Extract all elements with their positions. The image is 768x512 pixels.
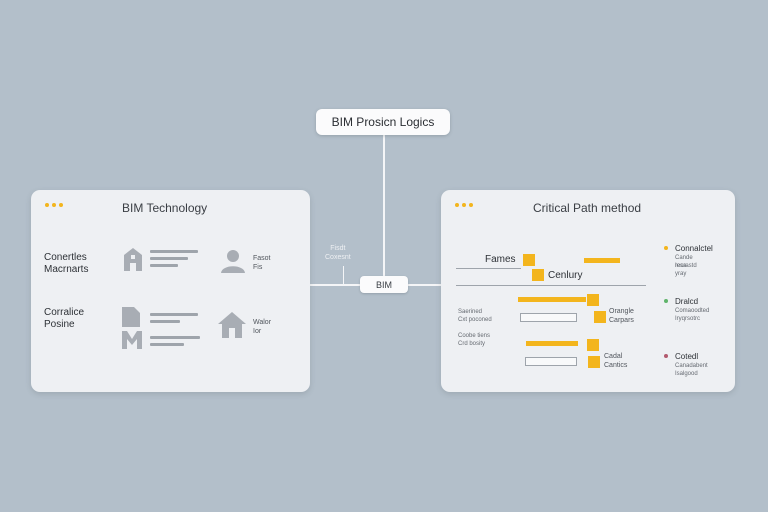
right-panel-dots (455, 203, 473, 207)
right-panel[interactable]: Critical Path method Fames Cenlury Saeri… (441, 190, 735, 392)
top-node-label: BIM Prosicn Logics (331, 115, 435, 129)
legend-dot-2 (664, 299, 668, 303)
left-note2-line1: Coobe tiens (458, 333, 491, 339)
right-panel-title: Critical Path method (533, 201, 642, 215)
cadal-label-line1: Cadal (604, 353, 623, 360)
house-icon (218, 312, 246, 338)
middle-note-line2: Coxesnt (325, 254, 351, 261)
left-row1-label-line1: Conertles (44, 252, 87, 263)
house-caption-line1: Walor (253, 319, 272, 326)
middle-node-label: BIM (375, 279, 392, 290)
left-row1-label: Conertles Macrnarts (44, 252, 88, 276)
frames-underline (456, 268, 521, 269)
task-outline-2 (525, 357, 577, 366)
left-row1-line-b (150, 257, 188, 260)
orange-label-line1: Orangle (609, 308, 634, 315)
left-row2-label-line2: Posine (44, 319, 75, 330)
frames-bar (584, 258, 620, 263)
left-note1: Saerined Cxt poconed (458, 308, 492, 324)
left-row2-line-d (150, 343, 184, 346)
task-marker-4 (588, 356, 600, 368)
left-row2-line-c (150, 336, 200, 339)
connector-left-horizontal (310, 284, 360, 286)
user-icon (221, 250, 245, 273)
house-caption-line2: Ior (253, 328, 262, 335)
building-icon (124, 248, 142, 271)
legend-line2-1: Iesa yray (675, 263, 687, 277)
left-row2-label-line1: Corralice (44, 307, 85, 318)
orange-label-line2: Carpars (609, 317, 634, 324)
legend-line2-2: Iryqrsotrc (675, 316, 701, 322)
left-row1-line-c (150, 264, 178, 267)
legend-dot-3 (664, 354, 668, 358)
legend-line1-3: Canadabent (675, 363, 708, 369)
connector-top-vertical (383, 135, 385, 276)
document-icon (122, 307, 142, 349)
row-century-label: Cenlury (548, 270, 583, 281)
legend-line2-3: Isalgood (675, 371, 698, 377)
row-frames-label: Fames (485, 254, 516, 265)
connector-right-horizontal (408, 284, 442, 286)
legend-title-1: Connalctel (675, 244, 713, 253)
cadal-label: Cadal Cantics (604, 352, 627, 370)
task-bar-1 (518, 297, 586, 302)
left-panel-title: BIM Technology (122, 201, 208, 215)
left-note2-line2: Crd bosity (458, 341, 486, 347)
left-row2-line-a (150, 313, 198, 316)
middle-note-line1: Fisdt (330, 245, 346, 252)
task-outline-1 (520, 313, 577, 322)
divider-line (456, 285, 646, 286)
user-caption-line1: Fasot (253, 255, 271, 262)
top-node[interactable]: BIM Prosicn Logics (316, 109, 450, 135)
frames-marker (523, 254, 535, 266)
middle-node[interactable]: BIM (360, 276, 408, 293)
task-bar-2 (526, 341, 578, 346)
left-row1-line-a (150, 250, 198, 253)
house-caption: Walor Ior (253, 318, 271, 336)
left-note2: Coobe tiens Crd bosity (458, 332, 490, 348)
century-marker (532, 269, 544, 281)
left-row2-line-b (150, 320, 180, 323)
user-caption: Fasot Fis (253, 254, 271, 272)
legend-title-2: Dralcd (675, 297, 699, 306)
left-note1-line2: Cxt poconed (458, 317, 492, 323)
left-row1-label-line2: Macrnarts (44, 264, 89, 275)
connector-tick (343, 266, 344, 284)
cadal-label-line2: Cantics (604, 362, 628, 369)
left-note1-line1: Saerined (458, 309, 483, 315)
user-caption-line2: Fis (253, 264, 263, 271)
task-marker-1 (587, 294, 599, 306)
legend-line1-2: Comaoodted (675, 308, 710, 314)
left-panel-dots (45, 203, 63, 207)
legend-line1-1: Cande recrastd (675, 255, 697, 269)
task-marker-2 (594, 311, 606, 323)
orange-label: Orangle Carpars (609, 307, 634, 325)
left-row2-label: Corralice Posine (44, 307, 84, 331)
left-panel[interactable]: BIM Technology Conertles Macrnarts Corra… (31, 190, 310, 392)
legend-title-3: Cotedl (675, 352, 699, 361)
middle-node-note: Fisdt Coxesnt (325, 244, 351, 262)
legend-dot-1 (664, 246, 668, 250)
task-marker-3 (587, 339, 599, 351)
